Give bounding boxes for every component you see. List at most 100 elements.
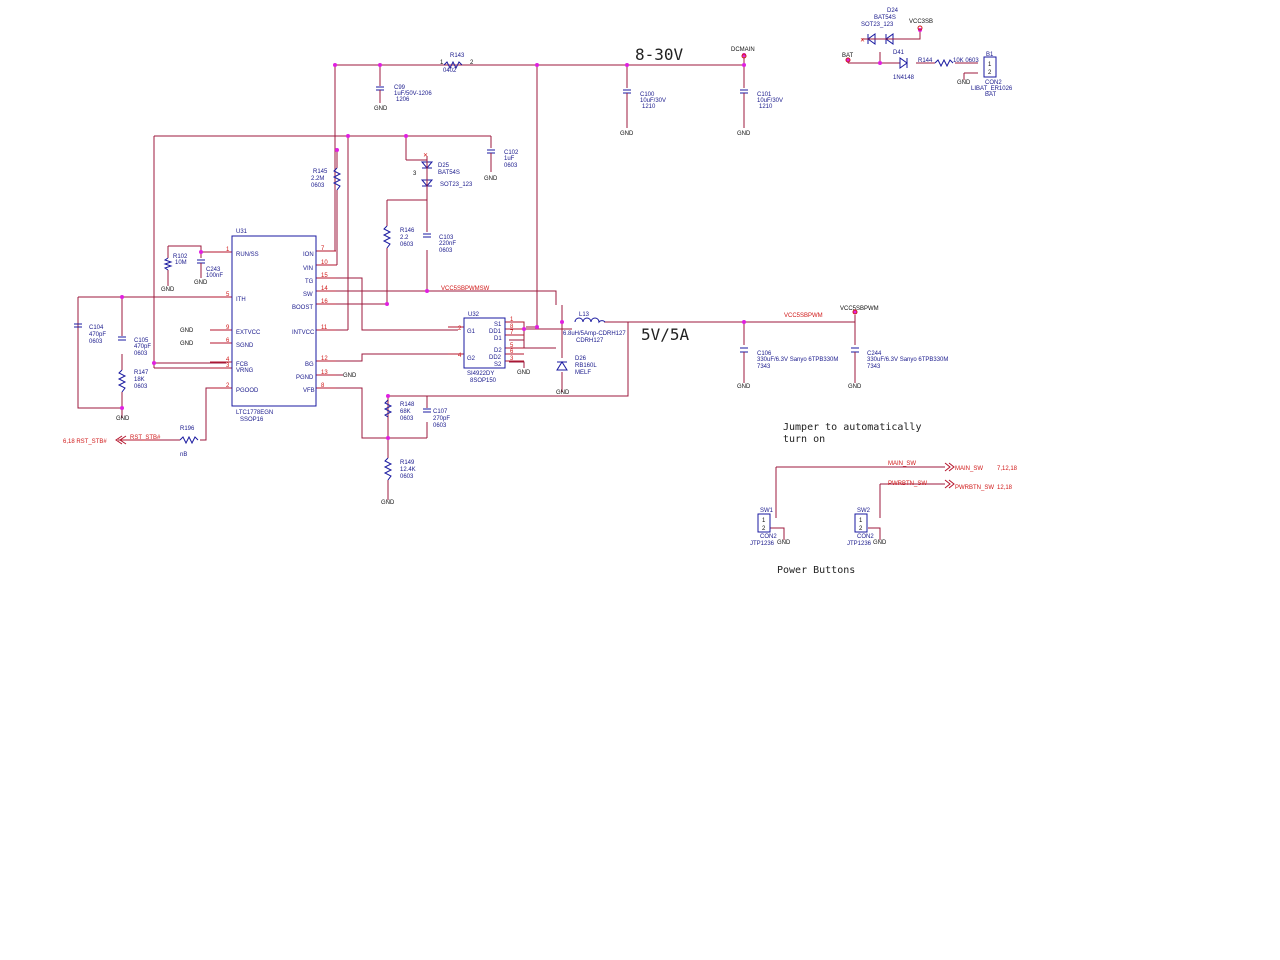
svg-text:✕: ✕ <box>860 38 865 44</box>
svg-text:C99: C99 <box>394 85 406 91</box>
svg-text:10uF/30V: 10uF/30V <box>757 98 783 104</box>
c105-capacitor: C105 470pF 0603 <box>118 336 151 357</box>
svg-text:G2: G2 <box>467 356 476 362</box>
svg-text:14: 14 <box>321 286 328 292</box>
power-buttons-note: Power Buttons <box>777 565 855 576</box>
svg-text:16: 16 <box>321 299 328 305</box>
svg-text:VFB: VFB <box>303 388 315 394</box>
svg-text:2: 2 <box>762 526 766 532</box>
svg-text:R144: R144 <box>918 58 933 64</box>
svg-text:CON2: CON2 <box>985 80 1002 86</box>
r146-resistor: R146 2.2 0603 <box>382 225 415 249</box>
rst-stb-port: RST_STB# 6,18 RST_STB# <box>63 435 161 445</box>
wires <box>77 30 978 540</box>
svg-text:PGND: PGND <box>296 375 314 381</box>
jumper-note: Jumper to automatically turn on <box>783 422 921 445</box>
svg-text:6.8uH/5Amp-CDRH127: 6.8uH/5Amp-CDRH127 <box>563 331 626 337</box>
svg-text:D2: D2 <box>494 348 502 354</box>
svg-text:0603: 0603 <box>134 351 148 357</box>
svg-text:0402: 0402 <box>443 68 457 74</box>
svg-text:FCB: FCB <box>236 362 248 368</box>
c106-capacitor: C106 330uF/6.3V Sanyo 6TPB330M 7343 GND <box>737 347 838 390</box>
u32-package: 8SOP150 <box>470 378 497 384</box>
vcc5sbpwmsw-label: VCC5SBPWMSW <box>441 286 490 292</box>
svg-text:5: 5 <box>226 292 230 298</box>
svg-text:ITH: ITH <box>236 297 246 303</box>
u31-ref: U31 <box>236 229 248 235</box>
svg-text:SW1: SW1 <box>760 508 774 514</box>
svg-text:C106: C106 <box>757 351 772 357</box>
svg-text:C105: C105 <box>134 338 149 344</box>
svg-text:S2: S2 <box>494 362 502 368</box>
svg-text:D1: D1 <box>494 336 502 342</box>
svg-text:R102: R102 <box>173 254 188 260</box>
svg-text:2: 2 <box>859 526 863 532</box>
vcc5sbpwm-label: VCC5SBPWM <box>784 313 823 319</box>
svg-text:SGND: SGND <box>236 343 254 349</box>
svg-text:1: 1 <box>762 518 766 524</box>
svg-text:6: 6 <box>226 338 230 344</box>
svg-text:220nF: 220nF <box>439 241 456 247</box>
svg-text:R143: R143 <box>450 53 465 59</box>
svg-text:SW2: SW2 <box>857 508 871 514</box>
c101-capacitor: C101 10uF/30V 1210 GND <box>737 89 783 137</box>
svg-text:turn on: turn on <box>783 434 825 445</box>
svg-text:2.2: 2.2 <box>400 235 409 241</box>
svg-text:CON2: CON2 <box>857 534 874 540</box>
svg-text:nB: nB <box>180 452 187 458</box>
r148-resistor: R148 68K 0603 <box>383 399 415 422</box>
svg-text:L13: L13 <box>579 312 590 318</box>
svg-text:7343: 7343 <box>757 364 771 370</box>
svg-text:270pF: 270pF <box>433 416 450 422</box>
svg-text:7,12,18: 7,12,18 <box>997 466 1018 472</box>
svg-text:MAIN_SW: MAIN_SW <box>888 461 916 467</box>
d24-diode: ✕ D24 BAT54S SOT23_123 VCC3SB <box>860 8 933 45</box>
svg-text:R149: R149 <box>400 460 415 466</box>
svg-text:4: 4 <box>458 353 462 359</box>
svg-text:S1: S1 <box>494 322 502 328</box>
svg-text:R148: R148 <box>400 402 415 408</box>
svg-text:1: 1 <box>440 60 444 66</box>
svg-text:BAT54S: BAT54S <box>438 170 460 176</box>
pin-stubs <box>118 250 524 441</box>
c107-capacitor: C107 270pF 0603 <box>423 408 450 429</box>
svg-text:2: 2 <box>458 326 462 332</box>
svg-text:2: 2 <box>988 70 992 76</box>
svg-text:GND: GND <box>180 341 194 347</box>
svg-text:RB160L: RB160L <box>575 363 597 369</box>
c104-capacitor: C104 470pF 0603 <box>74 323 106 345</box>
svg-text:MAIN_SW: MAIN_SW <box>955 466 983 472</box>
svg-text:R196: R196 <box>180 426 195 432</box>
gnd-label: GND <box>381 500 395 506</box>
svg-text:R147: R147 <box>134 370 149 376</box>
gnd-label: GND <box>556 390 570 396</box>
svg-text:15: 15 <box>321 273 328 279</box>
gnd-label: GND <box>737 131 751 137</box>
c243-capacitor: C243 100nF GND <box>194 259 223 286</box>
svg-text:11: 11 <box>321 325 328 331</box>
d26-diode: D26 RB160L MELF GND GND <box>517 356 597 396</box>
svg-text:0603: 0603 <box>311 183 325 189</box>
svg-text:✕: ✕ <box>423 153 428 159</box>
svg-text:1210: 1210 <box>642 104 656 110</box>
svg-text:1: 1 <box>859 518 863 524</box>
svg-text:TG: TG <box>305 279 314 285</box>
gnd-label: GND <box>374 106 388 112</box>
svg-text:PWRBTN_SW: PWRBTN_SW <box>955 485 994 491</box>
svg-text:9: 9 <box>226 325 230 331</box>
svg-text:CON2: CON2 <box>760 534 777 540</box>
svg-text:G1: G1 <box>467 329 476 335</box>
svg-text:0603: 0603 <box>433 423 447 429</box>
svg-text:C101: C101 <box>757 92 772 98</box>
svg-text:0603: 0603 <box>400 416 414 422</box>
svg-text:C104: C104 <box>89 325 104 331</box>
r147-resistor: R147 18K 0603 GND <box>116 369 149 422</box>
svg-text:13: 13 <box>321 370 328 376</box>
pwrbtn-sw-net: PWRBTN_SW PWRBTN_SW 12,18 <box>888 479 1013 491</box>
svg-text:470pF: 470pF <box>89 332 106 338</box>
gnd-label: GND <box>484 176 498 182</box>
b1-battery-connector: B1 1 2 CON2 LIBAT_ER1026 BAT GND <box>957 52 1013 98</box>
